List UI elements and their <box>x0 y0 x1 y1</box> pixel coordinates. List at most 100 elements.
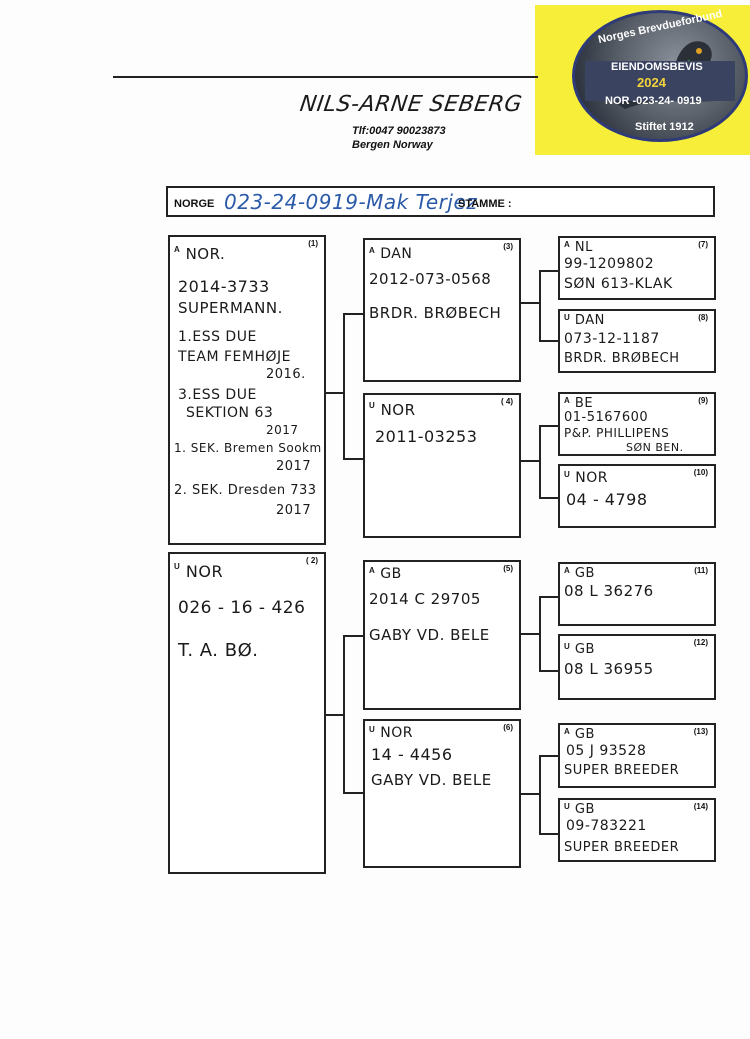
box-country: U NOR <box>369 401 416 419</box>
stamp-arc-bottom: Stiftet 1912 <box>635 121 694 133</box>
connector <box>539 425 559 427</box>
ring-number: 073-12-1187 <box>564 331 660 347</box>
ring-number: 2014 C 29705 <box>369 590 481 608</box>
breeder-name: SØN 613-KLAK <box>564 276 673 292</box>
result-year: 2017 <box>276 459 312 474</box>
box-country: A GB <box>564 727 595 742</box>
box-number: (3) <box>503 242 513 251</box>
result-line: TEAM FEMHØJE <box>178 349 292 365</box>
box-country: A GB <box>564 566 595 581</box>
connector <box>521 633 539 635</box>
box-country: U NOR <box>174 562 223 581</box>
result-year: 2016. <box>266 367 306 382</box>
box-number: (9) <box>698 396 708 405</box>
box-number: (14) <box>693 802 708 811</box>
sex-mark: U <box>564 313 571 322</box>
pedigree-box-7: (7) A NL 99-1209802 SØN 613-KLAK <box>558 236 716 300</box>
connector <box>539 670 559 672</box>
result-line: 1. SEK. Bremen Sookm <box>174 441 322 455</box>
sex-mark: A <box>564 727 571 736</box>
box-number: (8) <box>698 313 708 322</box>
pedigree-box-9: (9) A BE 01-5167600 P&P. PHILLIPENS SØN … <box>558 392 716 456</box>
connector <box>539 425 541 497</box>
ring-number: 09-783221 <box>566 818 647 834</box>
box-country: A NL <box>564 240 593 255</box>
country-code: NOR <box>380 401 416 419</box>
country-code: GB <box>574 642 595 657</box>
box-country: U GB <box>564 642 595 657</box>
connector <box>539 833 559 835</box>
sex-mark: U <box>174 562 181 571</box>
sex-mark: A <box>564 566 571 575</box>
pedigree-box-11: (11) A GB 08 L 36276 <box>558 562 716 626</box>
box-number: ( 4) <box>501 397 513 406</box>
ring-number: 2014-3733 <box>178 277 270 296</box>
country-code: GB <box>574 802 595 817</box>
result-year: 2017 <box>266 423 299 437</box>
ring-number: 01-5167600 <box>564 410 649 425</box>
connector <box>343 792 363 794</box>
ring-number: 023-24-0919-Mak Terjez <box>224 190 478 214</box>
ring-number: 99-1209802 <box>564 256 655 272</box>
connector <box>539 497 559 499</box>
connector <box>539 755 559 757</box>
box-number: (5) <box>503 564 513 573</box>
connector <box>539 596 559 598</box>
box-country: A DAN <box>369 246 412 262</box>
breeder-name: BRDR. BRØBECH <box>369 304 502 322</box>
country-code: NOR <box>380 725 413 741</box>
owner-name: NILS-ARNE SEBERG <box>298 92 524 117</box>
pedigree-box-14: (14) U GB 09-783221 SUPER BREEDER <box>558 798 716 862</box>
box-number: (13) <box>693 727 708 736</box>
connector <box>343 313 345 458</box>
ring-number: 05 J 93528 <box>566 743 647 759</box>
pedigree-box-8: (8) U DAN 073-12-1187 BRDR. BRØBECH <box>558 309 716 373</box>
breeder-name: SUPER BREEDER <box>564 763 680 778</box>
ring-number: 2011-03253 <box>375 427 478 446</box>
sex-mark: U <box>564 642 571 651</box>
sex-mark: A <box>564 396 571 405</box>
box-number: (1) <box>308 239 318 248</box>
sex-mark: U <box>369 401 376 410</box>
country-code: GB <box>574 727 595 742</box>
sex-mark: A <box>369 246 376 255</box>
stamp-ring: NOR -023-24- 0919 <box>605 95 702 107</box>
ring-number: 08 L 36276 <box>564 582 654 600</box>
pedigree-box-6: (6) U NOR 14 - 4456 GABY VD. BELE <box>363 719 521 868</box>
connector <box>343 458 363 460</box>
connector <box>343 635 363 637</box>
pedigree-box-dam: ( 2) U NOR 026 - 16 - 426 T. A. BØ. <box>168 552 326 874</box>
box-number: ( 2) <box>306 556 318 565</box>
ring-number: 14 - 4456 <box>371 745 453 764</box>
result-line: SEKTION 63 <box>186 405 274 421</box>
country-code: BE <box>574 396 594 411</box>
header-rule <box>113 76 538 78</box>
box-number: (7) <box>698 240 708 249</box>
box-country: U GB <box>564 802 595 817</box>
box-number: (11) <box>694 566 708 575</box>
breeder-name: T. A. BØ. <box>178 640 259 661</box>
pedigree-box-12: (12) U GB 08 L 36955 <box>558 634 716 700</box>
breeder-name: BRDR. BRØBECH <box>564 351 680 366</box>
connector <box>325 714 343 716</box>
sex-mark: A <box>369 566 376 575</box>
pedigree-box-5: (5) A GB 2014 C 29705 GABY VD. BELE <box>363 560 521 710</box>
breeder-note: SØN BEN. <box>626 441 684 454</box>
ring-number: 04 - 4798 <box>566 490 648 509</box>
box-country: A GB <box>369 566 402 582</box>
pedigree-box-3: (3) A DAN 2012-073-0568 BRDR. BRØBECH <box>363 238 521 382</box>
connector <box>343 635 345 792</box>
country-code: NL <box>574 240 593 255</box>
connector <box>539 596 541 670</box>
brevdueforbund-badge: Norges Brevdueforbund EIENDOMSBEVIS 2024… <box>572 8 748 142</box>
ring-number: 08 L 36955 <box>564 660 654 678</box>
country-code: DAN <box>380 246 413 262</box>
connector <box>521 793 539 795</box>
breeder-name: P&P. PHILLIPENS <box>564 426 670 440</box>
sex-mark: U <box>369 725 376 734</box>
pedigree-box-13: (13) A GB 05 J 93528 SUPER BREEDER <box>558 723 716 788</box>
country-code: NOR. <box>185 245 226 263</box>
strain-label: STAMME : <box>458 198 512 210</box>
pedigree-box-sire: (1) A NOR. 2014-3733 SUPERMANN. 1.ESS DU… <box>168 235 326 545</box>
country-code: NOR <box>575 470 608 486</box>
